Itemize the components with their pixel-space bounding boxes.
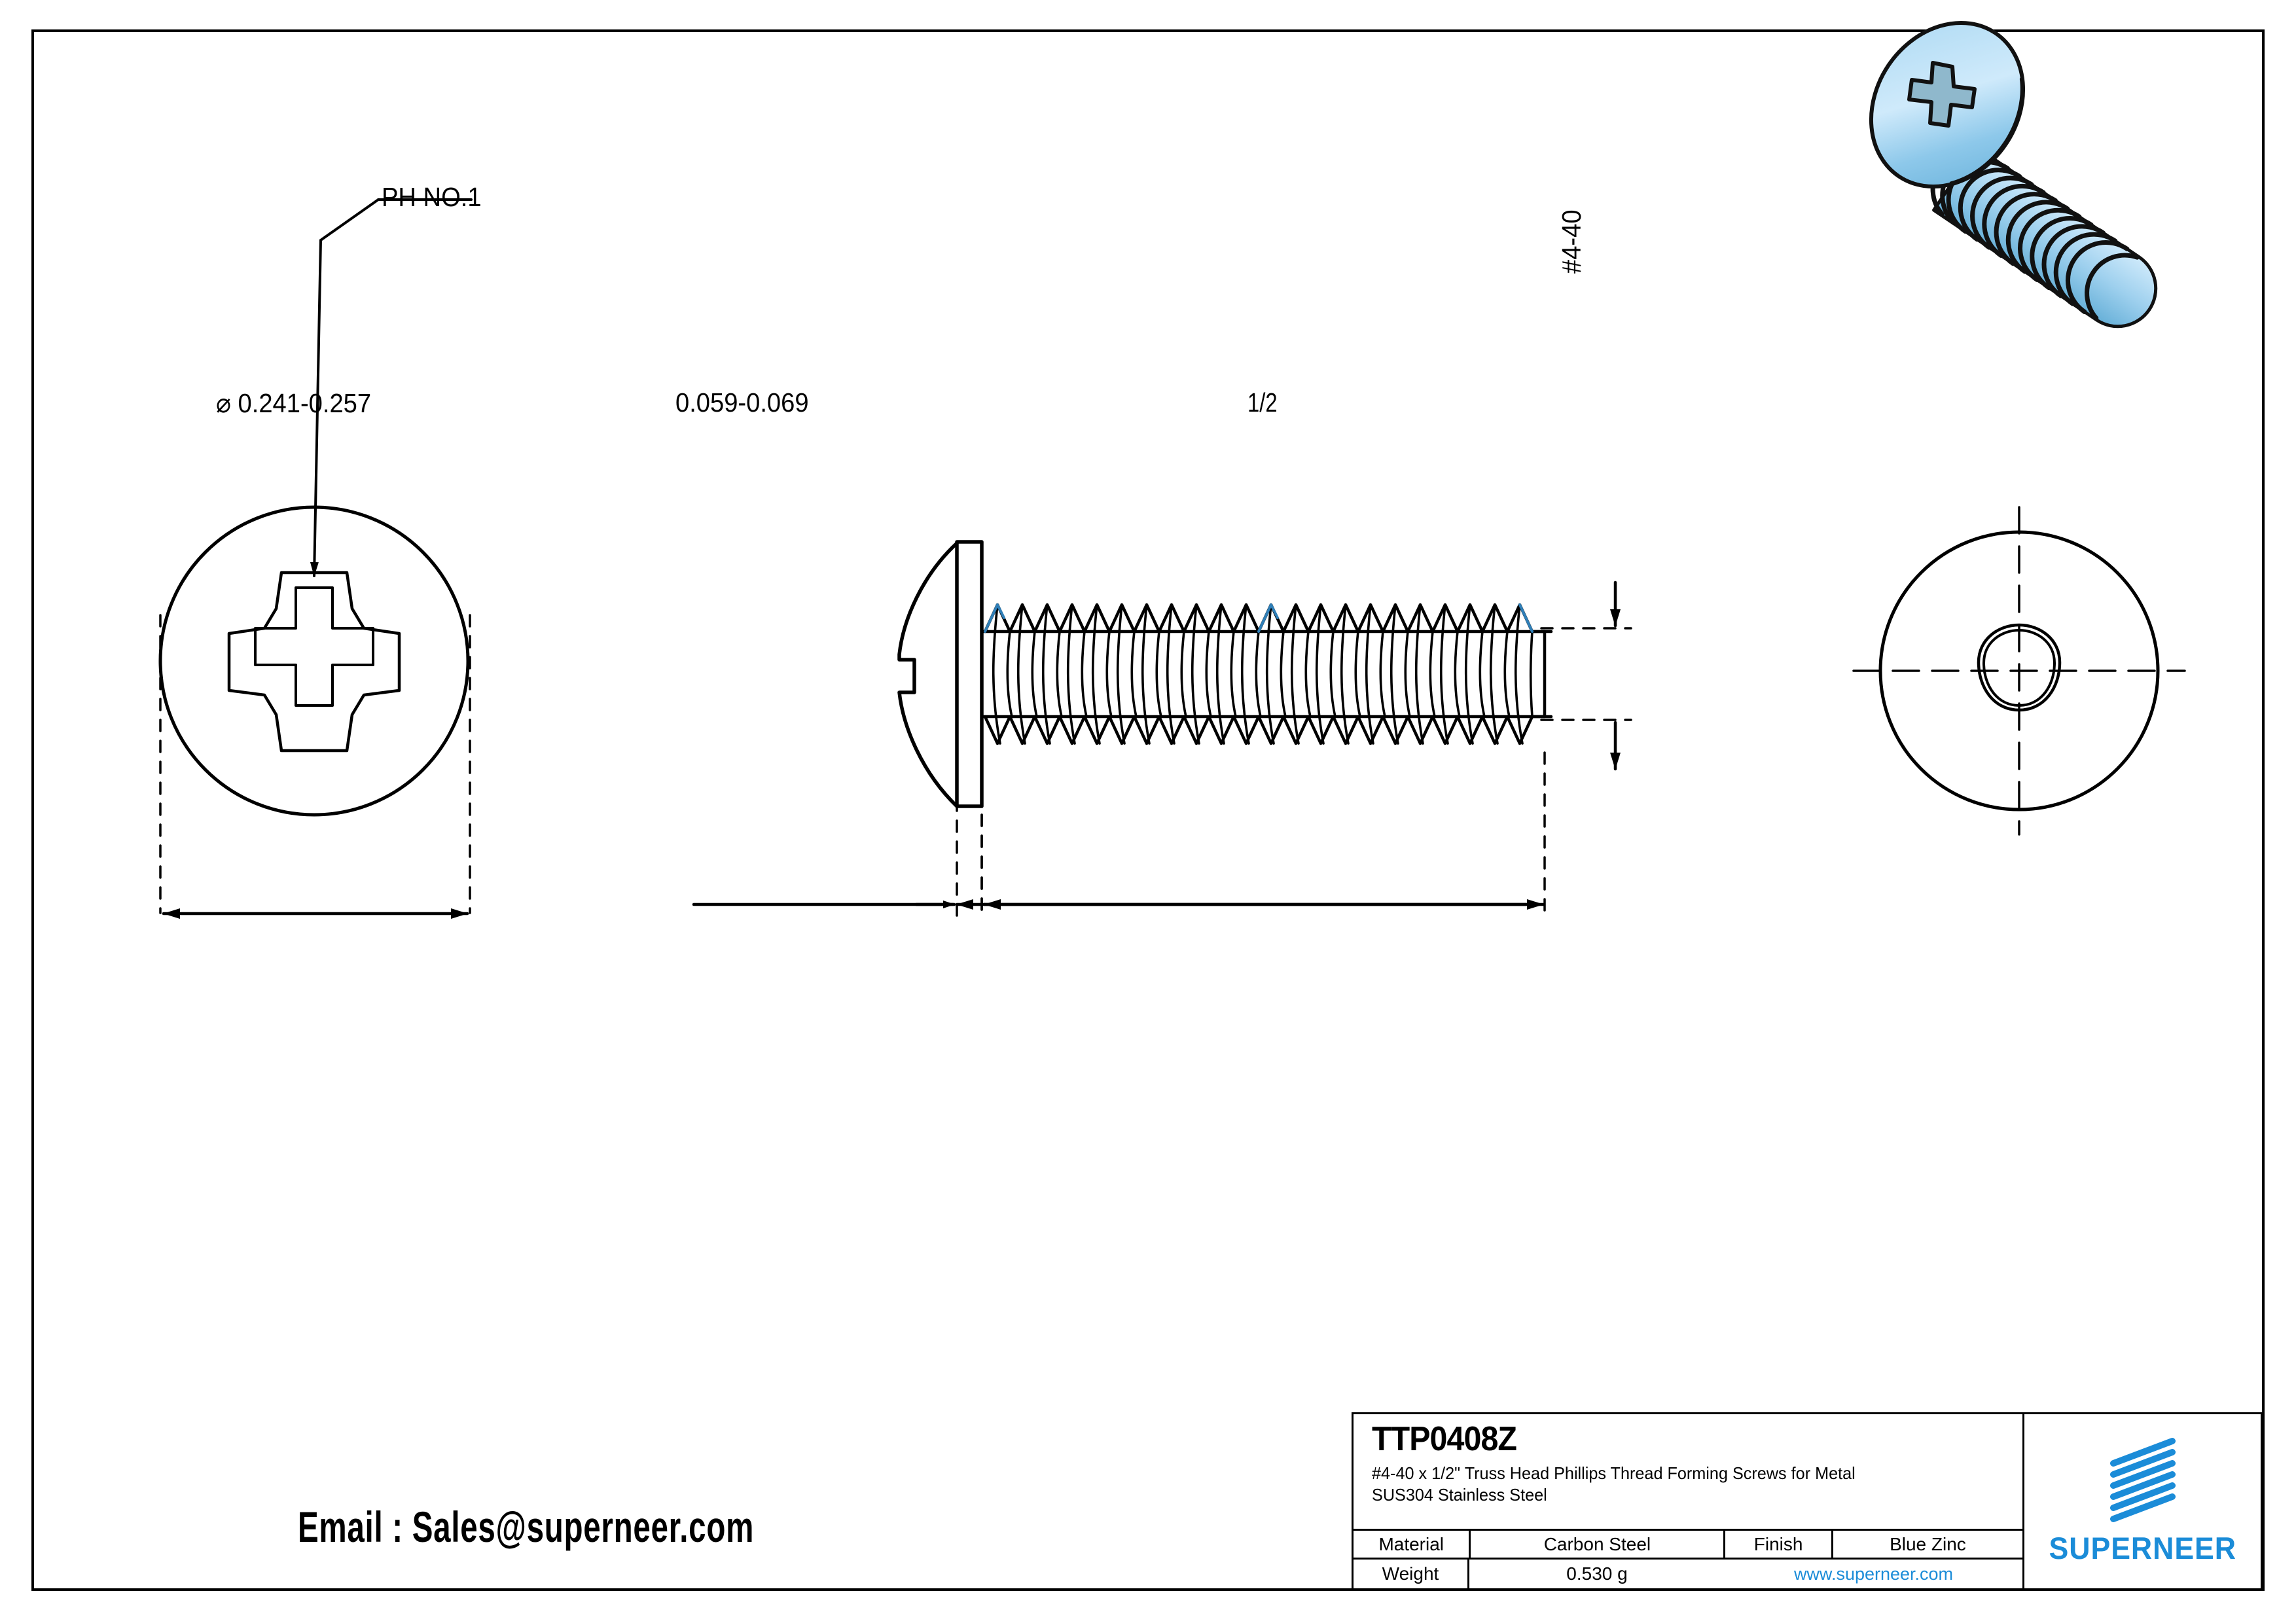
part-number: TTP0408Z [1372, 1420, 1517, 1458]
weight-value: 0.530 g [1566, 1563, 1628, 1584]
contact-email: Email : Sales@superneer.com [298, 1503, 755, 1551]
brand-name-text: SUPERNEER [2049, 1530, 2236, 1565]
part-description-line-2: SUS304 Stainless Steel [1372, 1485, 1547, 1505]
thread-size-label: #4-40 [1556, 209, 1587, 274]
title-block-header: TTP0408Z #4-40 x 1/2" Truss Head Phillip… [1354, 1414, 2022, 1531]
part-description-line-1: #4-40 x 1/2" Truss Head Phillips Thread … [1372, 1463, 1856, 1483]
driver-callout-label: PH NO.1 [382, 182, 482, 212]
material-finish-row: Material Carbon Steel Finish Blue Zinc [1354, 1531, 2022, 1560]
part-description: #4-40 x 1/2" Truss Head Phillips Thread … [1372, 1463, 2003, 1506]
screw-length-label: 1/2 [1247, 387, 1278, 418]
finish-value: Blue Zinc [1890, 1533, 1966, 1554]
website-link[interactable]: 0.530 g www.superneer.com [1469, 1560, 2022, 1588]
head-diameter-label: ⌀ 0.241-0.257 [216, 388, 372, 418]
material-label: Material [1354, 1531, 1471, 1558]
title-block-info: TTP0408Z #4-40 x 1/2" Truss Head Phillip… [1354, 1414, 2024, 1588]
title-block: TTP0408Z #4-40 x 1/2" Truss Head Phillip… [1352, 1412, 2263, 1590]
finish-label: Finish [1725, 1531, 1833, 1558]
website-url-text: www.superneer.com [1793, 1563, 1954, 1584]
drawing-frame-border [31, 29, 2265, 1591]
head-height-label: 0.059-0.069 [675, 387, 809, 418]
superneer-stripes-icon [2104, 1433, 2181, 1526]
brand-logo: SUPERNEER [2024, 1414, 2261, 1588]
weight-website-row: Weight 0.530 g www.superneer.com [1354, 1560, 2022, 1588]
weight-label: Weight [1354, 1560, 1469, 1588]
material-value: Carbon Steel [1471, 1531, 1726, 1558]
